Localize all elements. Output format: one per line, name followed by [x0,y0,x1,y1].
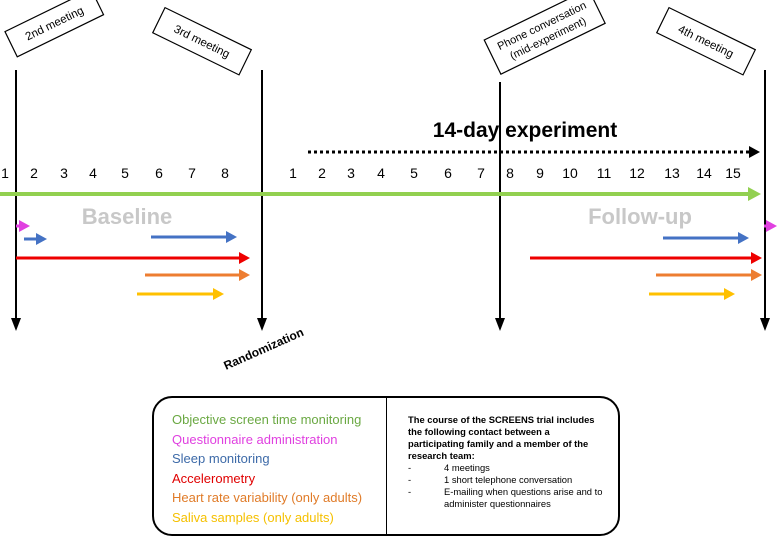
meeting-box-4th: 4th meeting [655,6,757,76]
experiment-day-tick-7: 7 [477,165,485,181]
description-bullet: - 4 meetings [408,462,608,474]
sleep-arrow-baseline-long-head [226,231,237,243]
experiment-day-tick-9: 9 [536,165,544,181]
saliva-arrow-followup-head [724,288,735,300]
hrv-arrow-baseline-head [239,269,250,281]
bullet-text: 4 meetings [444,462,490,473]
experiment-day-tick-10: 10 [562,165,578,181]
bullet-dash: - [408,474,412,485]
legend-list: Objective screen time monitoring Questio… [172,410,386,527]
experiment-day-tick-3: 3 [347,165,355,181]
sleep-arrow-followup [663,232,749,244]
questionnaire-arrow-followup-head [766,220,777,232]
experiment-day-tick-12: 12 [629,165,645,181]
legend-item-accelerometry: Accelerometry [172,470,256,486]
experiment-day-tick-15: 15 [725,165,741,181]
baseline-day-tick-1: 1 [1,165,9,181]
legend-item-sleep: Sleep monitoring [172,451,270,466]
experiment-day-tick-8: 8 [506,165,514,181]
hrv-arrow-followup [656,269,762,281]
baseline-day-tick-3: 3 [60,165,68,181]
hrv-arrow-baseline [145,269,250,281]
questionnaire-arrow-baseline-head [19,220,30,232]
accelerometry-arrow-baseline [16,252,250,264]
measurement-arrows [16,220,777,300]
baseline-day-tick-4: 4 [89,165,97,181]
hrv-arrow-followup-head [751,269,762,281]
experiment-day-tick-4: 4 [377,165,385,181]
description-bullet: - E-mailing when questions arise and to a… [408,486,608,510]
meeting-line-2nd-arrowhead [11,318,21,331]
saliva-arrow-followup [649,288,735,300]
timeline-diagram: 2nd meeting 3rd meeting Phone conversati… [0,0,777,373]
sleep-arrow-baseline-short [24,233,47,245]
legend-panel: Objective screen time monitoring Questio… [152,396,620,536]
saliva-arrow-baseline-head [213,288,224,300]
description-intro: The course of the SCREENS trial includes… [408,414,595,461]
meeting-box-3rd: 3rd meeting [151,6,253,76]
randomization-label: Randomization [222,325,306,373]
description-bullet: - 1 short telephone conversation [408,474,608,486]
bullet-text: E-mailing when questions arise and to ad… [444,486,603,509]
legend-item-questionnaire: Questionnaire administration [172,431,338,447]
experiment-day-tick-14: 14 [696,165,712,181]
meeting-box-phone: Phone conversation (mid-experiment) [483,0,606,75]
meeting-line-4th-arrowhead [760,318,770,331]
legend-item-hrv: Heart rate variability (only adults) [172,490,363,505]
experiment-day-tick-5: 5 [410,165,418,181]
accelerometry-arrow-baseline-head [239,252,250,264]
accelerometry-arrow-followup [530,252,762,264]
bullet-text: 1 short telephone conversation [444,474,573,485]
baseline-day-tick-8: 8 [221,165,229,181]
baseline-day-tick-2: 2 [30,165,38,181]
baseline-day-tick-5: 5 [121,165,129,181]
meeting-line-3rd-arrowhead [257,318,267,331]
questionnaire-arrow-baseline [16,220,30,232]
legend-item-screen-time: Objective screen time monitoring [172,412,362,427]
baseline-day-tick-6: 6 [155,165,163,181]
followup-label: Follow-up [588,204,692,229]
bullet-dash: - [408,486,412,497]
experiment-label: 14-day experiment [433,119,617,142]
experiment-day-tick-11: 11 [597,165,612,181]
bullet-dash: - [408,462,412,473]
sleep-arrow-followup-head [738,232,749,244]
meeting-lines [11,70,770,331]
baseline-label: Baseline [82,204,173,229]
sleep-arrow-baseline-long [151,231,237,243]
experiment-day-tick-6: 6 [444,165,452,181]
experiment-day-tick-2: 2 [318,165,326,181]
questionnaire-arrow-followup [764,220,777,232]
screen-time-arrowhead [748,187,761,201]
meeting-box-2nd: 2nd meeting [4,0,105,58]
accelerometry-arrow-followup-head [751,252,762,264]
legend-divider [386,398,387,534]
meeting-line-phone-arrowhead [495,318,505,331]
legend-item-saliva: Saliva samples (only adults) [172,509,334,525]
experiment-day-tick-13: 13 [664,165,680,181]
sleep-arrow-baseline-short-head [36,233,47,245]
saliva-arrow-baseline [137,288,224,300]
experiment-dotted-arrowhead [749,146,760,158]
baseline-day-tick-7: 7 [188,165,196,181]
legend-description: The course of the SCREENS trial includes… [408,414,608,510]
experiment-day-tick-1: 1 [289,165,297,181]
